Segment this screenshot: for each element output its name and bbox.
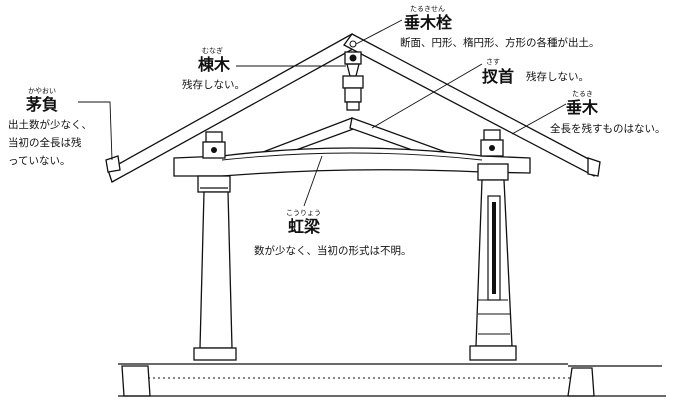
- column-left: [193, 131, 237, 361]
- ridge-peg: [349, 40, 357, 48]
- koryo-note: 数が少なく、当初の形式は不明。: [254, 244, 412, 257]
- kayaoi-note-line-3: っていない。: [8, 155, 70, 167]
- kayaoi-term: 茅負: [26, 95, 58, 114]
- kayaoi-note-line-2: 当初の全長は残: [8, 136, 82, 149]
- label-taruki: たるき 垂木 全長を残すものはない。: [550, 90, 666, 135]
- ridge-post: [342, 51, 364, 111]
- rafter-right: [343, 33, 599, 177]
- ground: [118, 363, 666, 397]
- rafters: [105, 33, 601, 183]
- leader-lines: [78, 19, 567, 207]
- sasu-ruby: さす: [486, 58, 500, 66]
- kayaoi-right-end: [587, 157, 601, 177]
- kayaoi-ruby: かやおい: [28, 87, 56, 95]
- label-taruki-sen: たるきせん 垂木栓 断面、円形、楕円形、方形の各種が出土。: [400, 5, 600, 49]
- label-kayaoi: かやおい 茅負 出土数が少なく、 当初の全長は残 っていない。: [8, 87, 92, 167]
- column-right: [469, 129, 517, 361]
- kayaoi-left-end: [105, 155, 121, 173]
- label-sasu: さす 扠首 残存しない。: [482, 58, 589, 86]
- munagi-term: 棟木: [198, 55, 231, 74]
- munagi-ruby: むなぎ: [202, 46, 223, 55]
- taruki-sen-term: 垂木栓: [404, 13, 453, 32]
- sasu-note: 残存しない。: [526, 70, 589, 83]
- munagi-note: 残存しない。: [182, 78, 245, 91]
- label-koryo: こうりょう 虹梁 数が少なく、当初の形式は不明。: [254, 209, 412, 257]
- kayaoi-note-line-1: 出土数が少なく、: [8, 118, 92, 131]
- label-munagi: むなぎ 棟木 残存しない。: [182, 46, 245, 91]
- koryo-term: 虹梁: [288, 217, 321, 236]
- koryo-ruby: こうりょう: [286, 209, 321, 217]
- taruki-sen-note: 断面、円形、楕円形、方形の各種が出土。: [400, 36, 600, 49]
- koryo-beam: [173, 147, 531, 177]
- sasu-term: 扠首: [482, 67, 514, 86]
- taruki-sen-ruby: たるきせん: [410, 5, 445, 13]
- taruki-term: 垂木: [566, 98, 599, 117]
- taruki-note: 全長を残すものはない。: [550, 122, 666, 135]
- taruki-ruby: たるき: [572, 90, 593, 98]
